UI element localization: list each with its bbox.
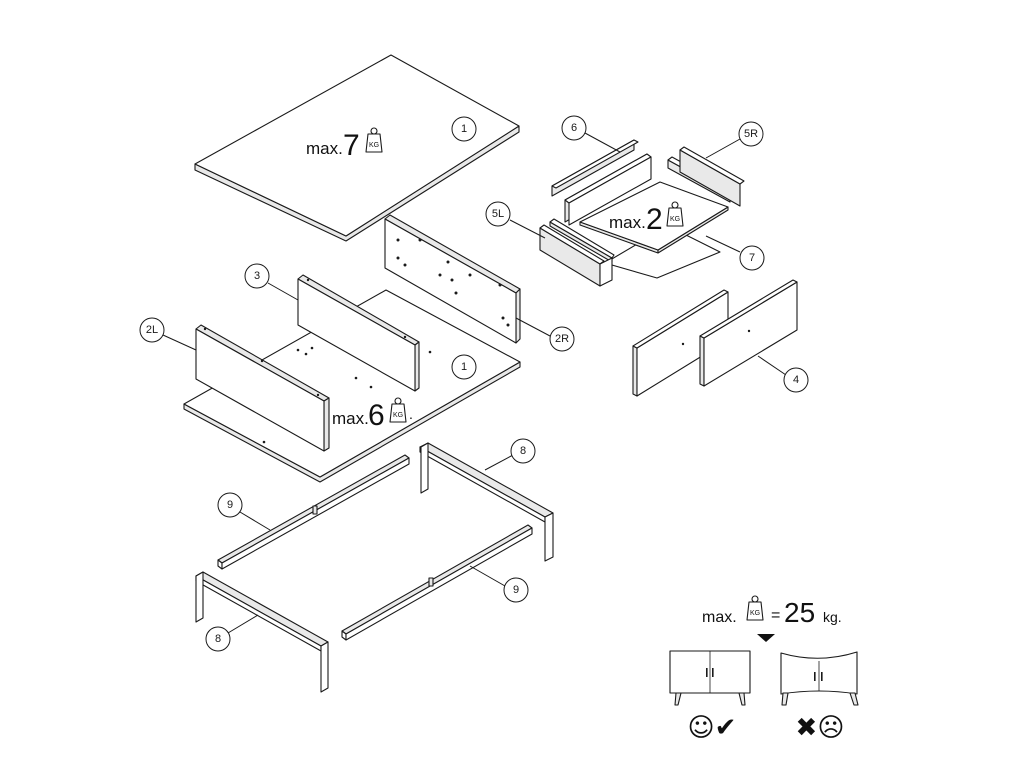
total-load-equals: = [771, 607, 780, 624]
side-panel-right [384, 214, 521, 344]
middle-panel [297, 274, 420, 392]
weight-icon: KG [666, 201, 684, 227]
callout-drawer-front-back: 6 [561, 115, 587, 141]
drawer-side-right [667, 146, 745, 207]
side-panel-left [195, 324, 330, 452]
svg-text:6: 6 [571, 122, 577, 134]
callout-side-panel-right: 2R [549, 326, 575, 352]
total-load-value: 25 [784, 597, 815, 628]
svg-text:3: 3 [254, 270, 260, 282]
svg-text:5L: 5L [492, 208, 504, 220]
bottom-load-unit: KG [393, 412, 403, 419]
svg-text:4: 4 [793, 374, 799, 386]
callout-drawer-bottom: 7 [739, 245, 765, 271]
svg-text:5R: 5R [744, 128, 758, 140]
weight-icon: KG [365, 127, 383, 153]
cabinet-incorrect [780, 651, 859, 706]
callout-top-panel: 1 [451, 116, 477, 142]
bottom-load-prefix: max. [332, 409, 369, 428]
cabinet-correct [669, 650, 751, 706]
doors [632, 279, 798, 397]
bottom-load-suffix: . [409, 406, 413, 422]
arrow-down-icon [757, 634, 775, 642]
callout-side-panel-left: 2L [139, 317, 165, 343]
rail-left [217, 454, 410, 570]
callout-bottom-panel: 1 [451, 354, 477, 380]
weight-icon: KG [389, 397, 407, 423]
ok-status-icon: ☺✔ [688, 713, 737, 743]
callout-doors: 4 [783, 367, 809, 393]
drawer-bottom: max. 2 KG [579, 181, 729, 279]
frame-top [419, 442, 554, 562]
top-panel: max. 7 KG [194, 54, 520, 242]
frame-bottom [195, 571, 329, 693]
svg-text:9: 9 [227, 499, 233, 511]
callout-rail-right: 9 [503, 577, 529, 603]
callout-rail-left: 9 [217, 492, 243, 518]
drawer-front-back [551, 139, 652, 226]
drawer-load-unit: KG [670, 216, 680, 223]
callout-drawer-side-left: 5L [485, 201, 511, 227]
svg-text:1: 1 [461, 123, 467, 135]
svg-text:8: 8 [215, 633, 221, 645]
top-load-unit: KG [369, 142, 379, 149]
callout-frame-bottom: 8 [205, 626, 231, 652]
callout-middle-panel: 3 [244, 263, 270, 289]
svg-text:2L: 2L [146, 324, 158, 336]
total-load-suffix: kg. [823, 609, 842, 625]
svg-text:9: 9 [513, 584, 519, 596]
callout-frame-top: 8 [510, 438, 536, 464]
weight-icon: KG [746, 595, 764, 621]
rail-right [341, 524, 533, 641]
svg-text:2R: 2R [555, 333, 569, 345]
drawer-side-left [539, 218, 615, 287]
top-load-value: 7 [343, 129, 360, 162]
drawer-load-prefix: max. [609, 213, 646, 232]
drawer-load-value: 2 [646, 203, 663, 236]
callout-drawer-side-right: 5R [738, 121, 764, 147]
svg-text:8: 8 [520, 445, 526, 457]
top-load-prefix: max. [306, 139, 343, 158]
bottom-load-value: 6 [368, 399, 385, 432]
total-load-notice: max. KG = 25 kg. [702, 595, 842, 642]
total-load-prefix: max. [702, 609, 737, 626]
total-load-unit: KG [750, 610, 760, 617]
svg-text:1: 1 [461, 361, 467, 373]
svg-text:7: 7 [749, 252, 755, 264]
bad-status-icon: ✖☹ [796, 713, 845, 743]
